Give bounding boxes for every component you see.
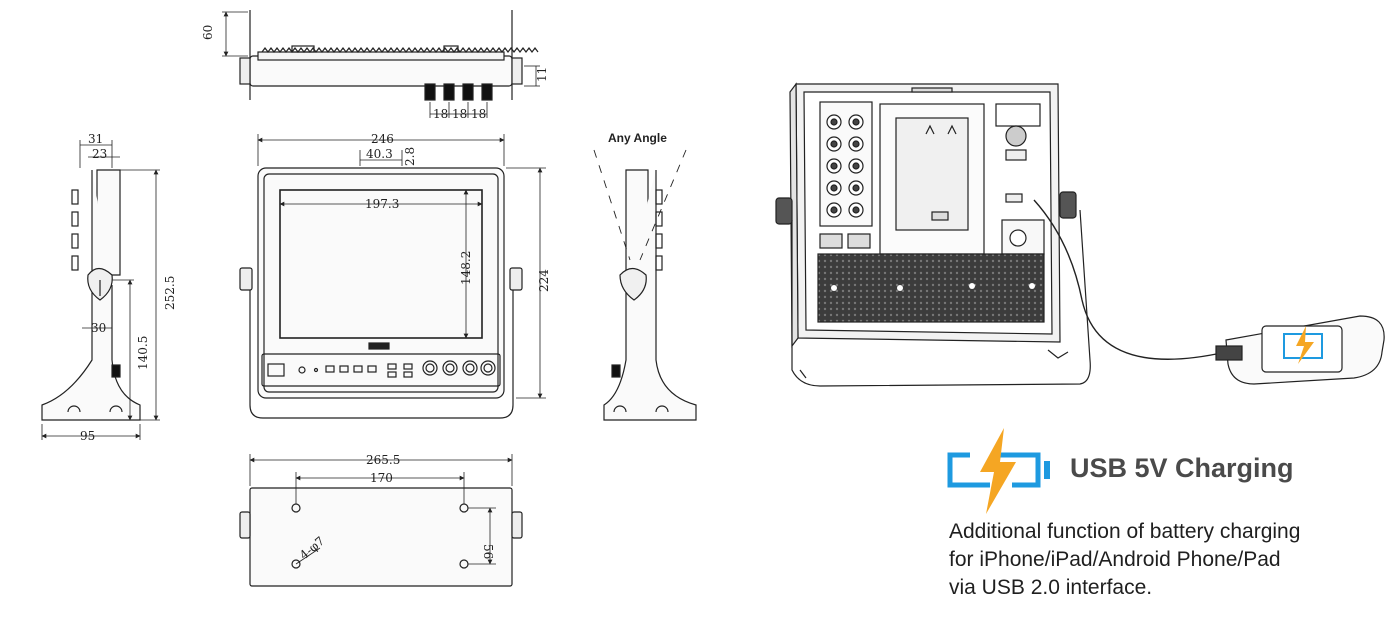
battery-charging-icon [947,428,1050,514]
connector-spacing-2: 18 [452,107,467,121]
bottom-view [239,454,523,587]
hole-depth-dimension: 56 [481,544,495,559]
top-height-dimension: 60 [201,25,215,40]
right-side-view [593,149,697,421]
front-view [239,134,546,419]
front-height-dimension: 224 [537,269,551,292]
usb-description-line-3: via USB 2.0 interface. [949,576,1153,599]
usb-charging-description: Additional function of battery charging … [949,518,1389,602]
front-width-dimension: 246 [371,132,394,146]
top-view [222,10,540,118]
screen-height-dimension: 148.2 [459,251,473,285]
phone-charge-icon [1283,326,1323,364]
monitor-rear-illustration [775,82,1385,387]
hole-spacing-dimension: 170 [370,471,393,485]
usb-description-line-1: Additional function of battery charging [949,520,1301,543]
handle-width-dimension: 40.3 [366,147,393,161]
handle-height-dimension: 2.8 [403,147,417,166]
connector-spacing-3: 18 [471,107,486,121]
usb-charging-title: USB 5V Charging [1070,453,1294,483]
connector-spacing-1: 18 [433,107,448,121]
usb-description-line-2: for iPhone/iPad/Android Phone/Pad [949,548,1281,571]
any-angle-label: Any Angle [608,131,667,145]
side-width-inner: 23 [92,147,107,161]
top-depth-dimension: 11 [535,67,549,82]
side-hinge-offset: 30 [91,321,106,335]
side-height-total: 252.5 [163,276,177,310]
side-hinge-height: 140.5 [136,336,150,370]
side-width-top: 31 [88,132,103,146]
left-side-view [41,140,160,440]
screen-width-dimension: 197.3 [365,197,399,211]
side-base-depth: 95 [80,429,95,443]
bottom-width-dimension: 265.5 [366,453,400,467]
